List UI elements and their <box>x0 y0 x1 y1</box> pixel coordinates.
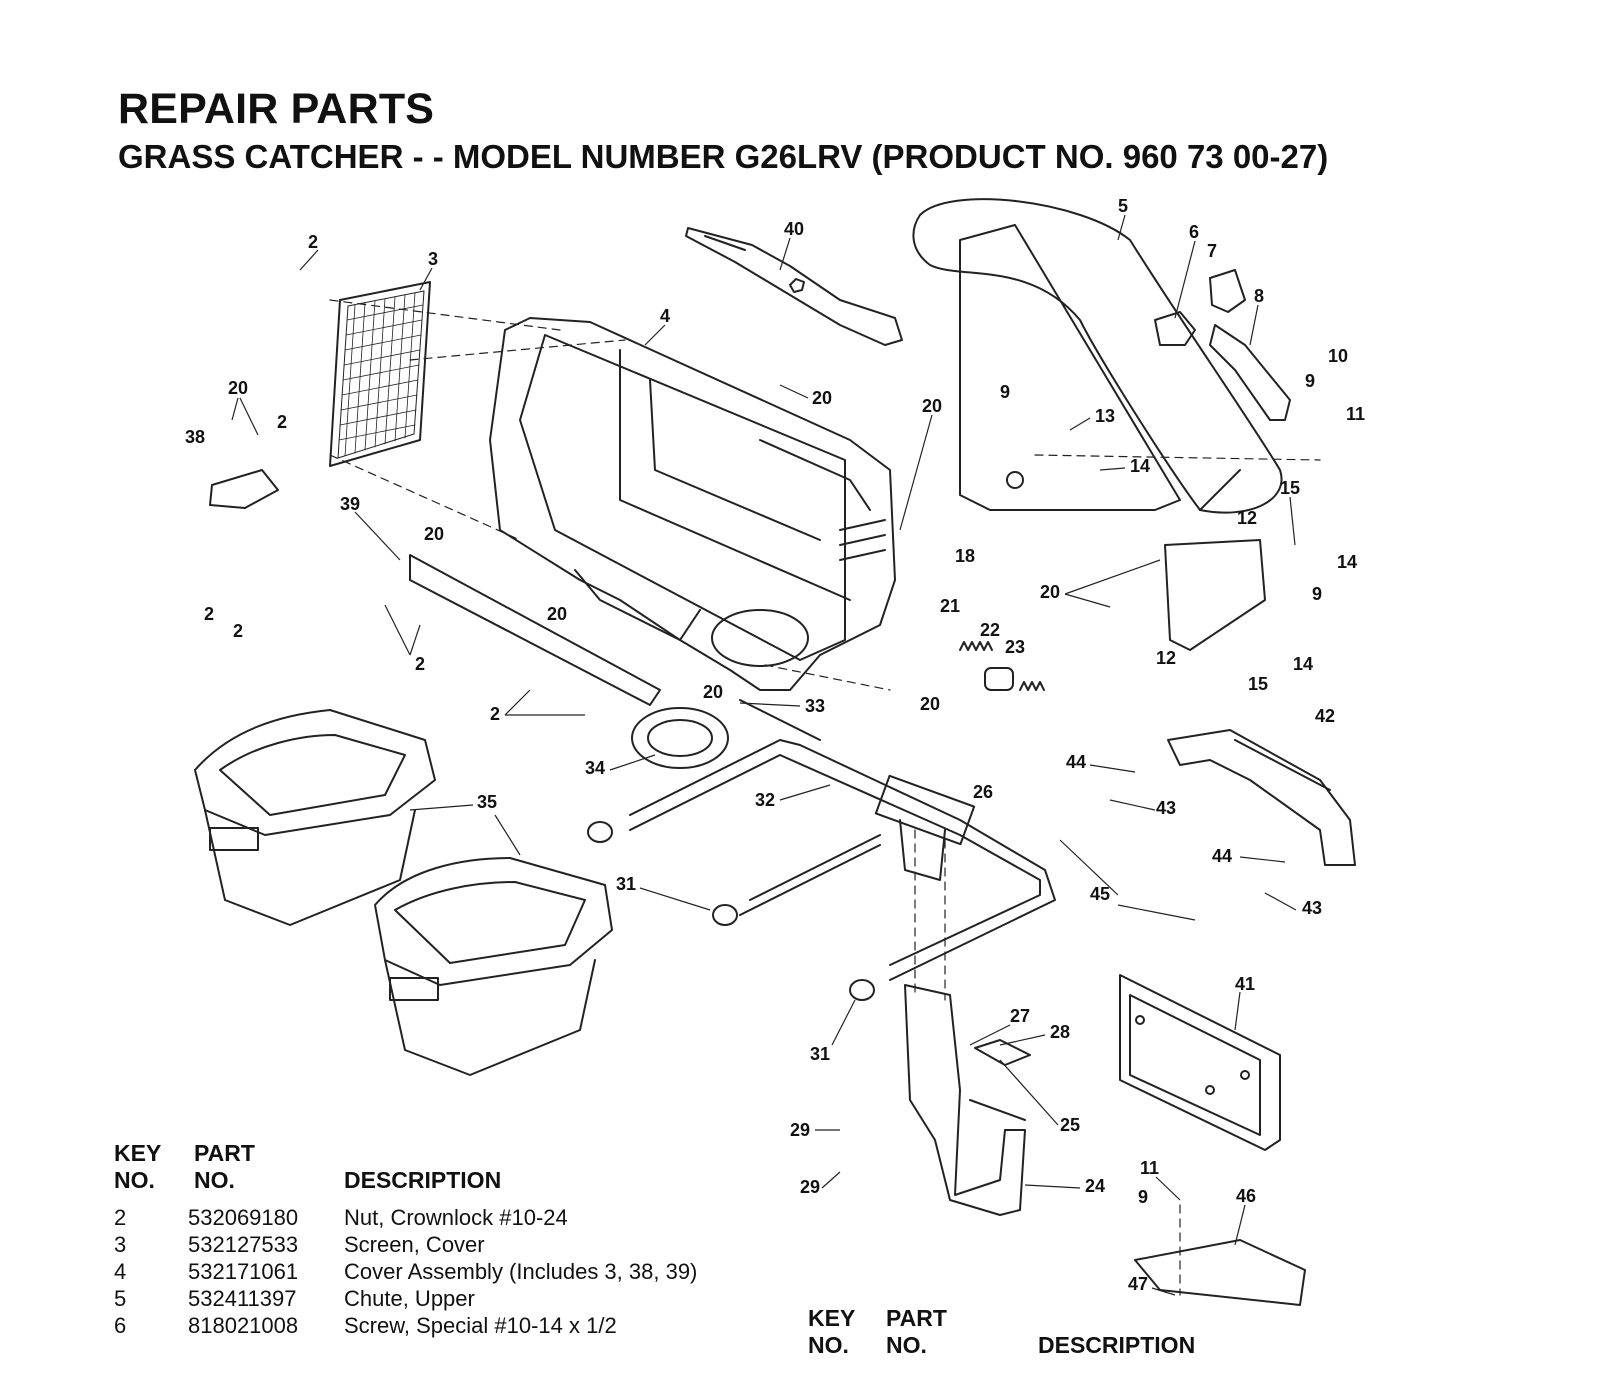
upper-chute-part <box>912 198 1283 514</box>
callout-41: 41 <box>1235 974 1255 994</box>
callout-15: 15 <box>1248 674 1268 694</box>
spring-assembly-part <box>959 641 1045 691</box>
callout-45: 45 <box>1090 884 1110 904</box>
hitch-bracket-part <box>904 984 1026 1216</box>
callout-20: 20 <box>547 604 567 624</box>
callout-2: 2 <box>233 621 243 641</box>
callout-28: 28 <box>1050 1022 1070 1042</box>
callout-27: 27 <box>1010 1006 1030 1026</box>
callout-29: 29 <box>800 1177 820 1197</box>
frame-part <box>629 739 1056 981</box>
clip-part <box>1209 269 1246 313</box>
page-title: REPAIR PARTS <box>118 85 435 133</box>
callout-32: 32 <box>755 790 775 810</box>
callout-13: 13 <box>1095 406 1115 426</box>
callout-2: 2 <box>490 704 500 724</box>
callout-39: 39 <box>340 494 360 514</box>
callout-20: 20 <box>1040 582 1060 602</box>
callout-25: 25 <box>1060 1115 1080 1135</box>
callout-34: 34 <box>585 758 605 778</box>
strip-part <box>409 554 661 706</box>
callout-9: 9 <box>1305 371 1315 391</box>
callout-46: 46 <box>1236 1186 1256 1206</box>
callout-20: 20 <box>424 524 444 544</box>
cap-part <box>587 821 613 843</box>
callout-35: 35 <box>477 792 497 812</box>
callout-31: 31 <box>810 1044 830 1064</box>
callout-43: 43 <box>1302 898 1322 918</box>
screen-cover-part <box>329 281 431 467</box>
callout-14: 14 <box>1337 552 1357 572</box>
callout-40: 40 <box>784 219 804 239</box>
callout-43: 43 <box>1156 798 1176 818</box>
cap-part <box>712 904 738 926</box>
callout-44: 44 <box>1066 752 1086 772</box>
callout-38: 38 <box>185 427 205 447</box>
callout-20: 20 <box>922 396 942 416</box>
bracket-part <box>209 469 279 509</box>
callout-23: 23 <box>1005 637 1025 657</box>
callout-14: 14 <box>1293 654 1313 674</box>
callout-3: 3 <box>428 249 438 269</box>
callout-18: 18 <box>955 546 975 566</box>
gasket-part <box>631 707 729 769</box>
callout-20: 20 <box>228 378 248 398</box>
grip-handle-part <box>1167 729 1356 866</box>
callout-4: 4 <box>660 306 670 326</box>
col-header-description: DESCRIPTION <box>344 1167 502 1193</box>
callout-20: 20 <box>812 388 832 408</box>
cap-part <box>849 979 875 1001</box>
callout-2: 2 <box>277 412 287 432</box>
callout-20: 20 <box>920 694 940 714</box>
callout-42: 42 <box>1315 706 1335 726</box>
callout-2: 2 <box>415 654 425 674</box>
callout-9: 9 <box>1312 584 1322 604</box>
callout-14: 14 <box>1130 456 1150 476</box>
callout-2: 2 <box>204 604 214 624</box>
callout-12: 12 <box>1156 648 1176 668</box>
callout-44: 44 <box>1212 846 1232 866</box>
blade-part <box>685 227 903 346</box>
callout-33: 33 <box>805 696 825 716</box>
callout-47: 47 <box>1128 1274 1148 1294</box>
callout-24: 24 <box>1085 1176 1105 1196</box>
callout-29: 29 <box>790 1120 810 1140</box>
deflector-tube-part <box>959 224 1181 511</box>
callout-12: 12 <box>1237 508 1257 528</box>
deflector-plate-part <box>1164 539 1266 651</box>
callout-21: 21 <box>940 596 960 616</box>
small-bracket-part <box>974 1039 1031 1066</box>
rod-part <box>739 699 821 741</box>
basket-part <box>194 709 613 1076</box>
callout-6: 6 <box>1189 222 1199 242</box>
callout-9: 9 <box>1138 1187 1148 1207</box>
callout-2: 2 <box>308 232 318 252</box>
callout-7: 7 <box>1207 241 1217 261</box>
callout-31: 31 <box>616 874 636 894</box>
handle-part <box>1209 324 1291 421</box>
callout-10: 10 <box>1328 346 1348 366</box>
callout-20: 20 <box>703 682 723 702</box>
callout-11: 11 <box>1346 404 1365 424</box>
cover-assembly-part <box>489 317 896 691</box>
callout-22: 22 <box>980 620 1000 640</box>
callout-9: 9 <box>1000 382 1010 402</box>
hitch-plate-part <box>1119 974 1281 1151</box>
callout-15: 15 <box>1280 478 1300 498</box>
callout-26: 26 <box>973 782 993 802</box>
plate-part <box>1134 1239 1306 1306</box>
callout-8: 8 <box>1254 286 1264 306</box>
callout-labels: 2 3 40 4 5 6 7 8 10 9 11 20 38 2 20 20 9… <box>185 196 1365 1294</box>
callout-11: 11 <box>1140 1158 1159 1178</box>
page-subtitle: GRASS CATCHER - - MODEL NUMBER G26LRV (P… <box>118 138 1329 175</box>
callout-5: 5 <box>1118 196 1128 216</box>
col-header-description: DESCRIPTION <box>1038 1332 1196 1355</box>
